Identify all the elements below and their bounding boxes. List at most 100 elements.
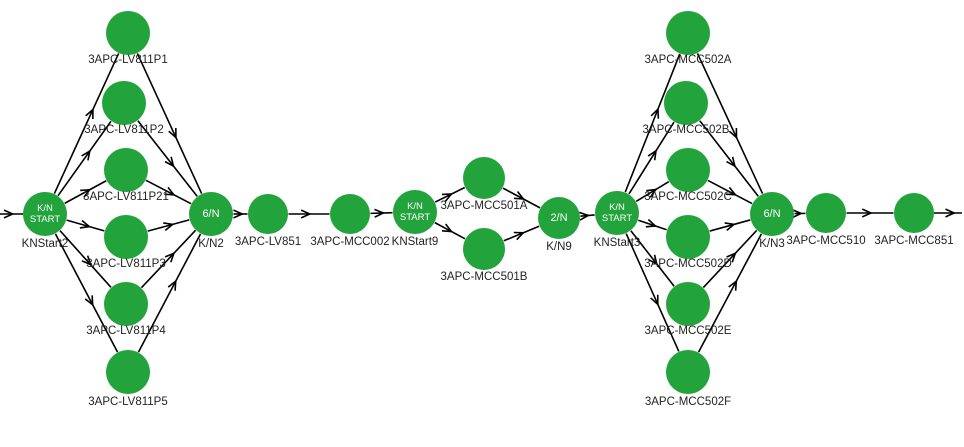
- node-caption: 3APC-MCC502A: [645, 54, 732, 66]
- node-mcc502e[interactable]: 3APC-MCC502E: [645, 282, 732, 337]
- node-circle[interactable]: [894, 193, 934, 233]
- arrow-head-icon: [79, 219, 92, 229]
- node-inner-label: START: [602, 213, 632, 224]
- arrow-head-icon: [167, 279, 177, 291]
- arrow-head-icon: [650, 107, 660, 119]
- edge-p1-to-kn2: [136, 53, 203, 194]
- arrow-head-icon: [300, 209, 312, 219]
- node-circle[interactable]: [806, 193, 846, 233]
- edge-knstart3-to-mcc502c: [635, 180, 670, 203]
- node-circle[interactable]: [248, 194, 288, 234]
- edge-line: [54, 233, 119, 353]
- arrow-head-icon: [513, 231, 526, 241]
- node-p2[interactable]: 3APC-LV811P2: [84, 81, 164, 136]
- node-kn2[interactable]: 6/N K/N2: [189, 192, 233, 250]
- arrow-head-icon: [374, 208, 386, 218]
- node-mcc002[interactable]: 3APC-MCC002: [310, 194, 390, 248]
- node-circle[interactable]: [664, 81, 708, 125]
- node-circle[interactable]: [189, 192, 233, 236]
- node-circle[interactable]: [666, 11, 710, 55]
- node-caption: K/N2: [198, 238, 224, 250]
- edge-line: [140, 229, 197, 289]
- edge-knstart3-to-mcc502b: [628, 121, 675, 195]
- arrow-head-icon: [168, 128, 177, 140]
- edge-lv851-to-mcc002: [288, 209, 330, 219]
- node-kn3[interactable]: 6/NK/N3: [750, 192, 794, 250]
- node-circle[interactable]: [104, 215, 148, 259]
- edge-line: [696, 53, 764, 194]
- edge-knstart2-to-p1: [53, 53, 120, 194]
- node-circle[interactable]: [666, 215, 710, 259]
- node-p1[interactable]: 3APC-LV811P1: [88, 11, 168, 66]
- node-circle[interactable]: [330, 194, 370, 234]
- node-caption: 3APC-LV811P3: [86, 258, 165, 270]
- node-circle[interactable]: [106, 11, 150, 55]
- node-p3[interactable]: 3APC-LV811P3: [86, 215, 166, 270]
- node-circle[interactable]: [393, 190, 437, 234]
- node-mcc501b[interactable]: 3APC-MCC501B: [441, 228, 528, 283]
- node-p5[interactable]: 3APC-LV811P5: [88, 350, 168, 408]
- node-mcc501a[interactable]: 3APC-MCC501A: [441, 157, 528, 212]
- edge-line: [702, 229, 758, 289]
- node-circle[interactable]: [104, 148, 148, 192]
- arrow-head-icon: [163, 222, 175, 232]
- edge-mcc510-to-mcc851: [846, 208, 894, 218]
- edge-p2-to-kn2: [137, 120, 198, 197]
- node-inner-label: START: [400, 212, 430, 223]
- node-circle[interactable]: [538, 197, 580, 239]
- edge-mcc502e-to-kn3: [702, 229, 758, 289]
- node-mcc502f[interactable]: 3APC-MCC502F: [645, 350, 731, 408]
- node-mcc851[interactable]: 3APC-MCC851: [874, 193, 954, 247]
- node-circle[interactable]: [463, 157, 505, 199]
- edge-line: [57, 120, 112, 197]
- node-caption: 3APC-MCC851: [874, 235, 953, 247]
- edge-entry-to-knstart2: [0, 209, 23, 219]
- node-inner-label: START: [30, 214, 60, 225]
- edge-kn9-to-knstart3: [578, 211, 595, 221]
- edge-line: [64, 180, 107, 204]
- arrow-head-icon: [441, 193, 454, 202]
- node-caption: 3APC-LV811P5: [88, 396, 167, 408]
- edge-mcc501a-to-kn9: [502, 187, 541, 209]
- node-mcc502d[interactable]: 3APC-MCC502D: [644, 215, 732, 270]
- node-circle[interactable]: [104, 282, 148, 326]
- node-p21[interactable]: 3APC-LV811P21: [83, 148, 169, 203]
- node-mcc502c[interactable]: 3APC-MCC502C: [644, 148, 732, 203]
- node-caption: 3APC-LV811P21: [83, 191, 169, 203]
- edge-knstart2-to-p5: [54, 233, 119, 353]
- arrow-head-icon: [648, 254, 659, 266]
- arrow-head-icon: [726, 251, 737, 263]
- node-caption: 3APC-MCC502D: [644, 258, 732, 270]
- node-circle[interactable]: [666, 350, 710, 394]
- node-caption: 3APC-MCC002: [310, 236, 389, 248]
- node-mcc502a[interactable]: 3APC-MCC502A: [645, 11, 732, 66]
- node-circle[interactable]: [106, 350, 150, 394]
- edge-knstart2-to-p3: [66, 219, 105, 232]
- node-circle[interactable]: [102, 81, 146, 125]
- node-p4[interactable]: 3APC-LV811P4: [86, 282, 166, 337]
- node-circle[interactable]: [750, 192, 794, 236]
- node-circle[interactable]: [463, 228, 505, 270]
- arrow-head-icon: [164, 186, 176, 196]
- node-inner-label: 6/N: [202, 208, 219, 220]
- node-mcc510[interactable]: 3APC-MCC510: [786, 193, 866, 247]
- arrow-head-icon: [861, 208, 873, 218]
- edge-line: [66, 219, 105, 232]
- edge-line: [699, 120, 759, 197]
- arrow-head-icon: [945, 208, 957, 218]
- node-kn9[interactable]: 2/NK/N9: [538, 197, 580, 253]
- node-circle[interactable]: [23, 192, 67, 236]
- node-caption: 3APC-MCC502C: [644, 191, 732, 203]
- node-circle[interactable]: [595, 191, 639, 235]
- node-circle[interactable]: [666, 148, 710, 192]
- arrow-head-icon: [726, 156, 737, 168]
- arrow-head-icon: [84, 295, 94, 307]
- node-lv851[interactable]: 3APC-LV851: [235, 194, 301, 248]
- edge-mcc502b-to-kn3: [699, 120, 759, 197]
- node-mcc502b[interactable]: 3APC-MCC502B: [643, 81, 730, 136]
- node-circle[interactable]: [666, 282, 710, 326]
- edge-line: [137, 233, 202, 353]
